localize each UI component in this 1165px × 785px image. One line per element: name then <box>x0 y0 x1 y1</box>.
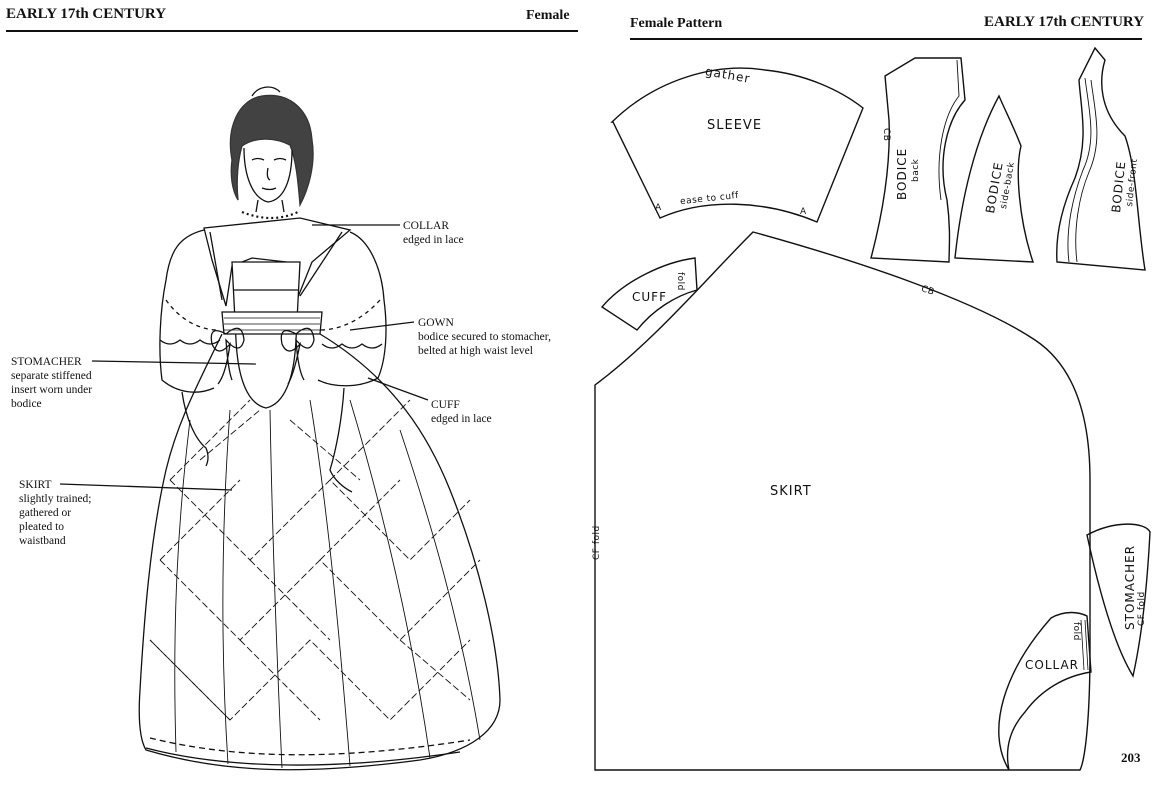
stomacher-callout-desc-2: insert worn under <box>11 384 93 396</box>
bodice-back-cb: CB <box>881 128 891 142</box>
cuff-fold: fold <box>675 272 685 291</box>
collar-callout-desc: edged in lace <box>403 234 464 246</box>
gown-callout: GOWN bodice secured to stomacher, belted… <box>418 316 551 358</box>
cuff-piece <box>600 257 698 331</box>
skirt-callout-title: SKIRT <box>19 479 52 491</box>
skirt-piece <box>594 231 1091 771</box>
skirt-callout-desc-3: pleated to <box>19 521 65 533</box>
skirt-callout: SKIRT slightly trained; gathered or plea… <box>19 478 92 548</box>
left-header-section: Female <box>526 8 570 23</box>
stomacher-callout-title: STOMACHER <box>11 356 82 368</box>
sleeve-label: SLEEVE <box>707 118 763 133</box>
right-header-title: Female Pattern <box>630 16 723 31</box>
stomacher-callout-desc-1: separate stiffened <box>11 370 92 382</box>
collar-callout: COLLAR edged in lace <box>403 219 464 247</box>
left-page: EARLY 17th CENTURY Female <box>6 6 578 771</box>
cuff-callout-desc: edged in lace <box>431 413 492 425</box>
collar-label: COLLAR <box>1025 658 1080 672</box>
stomacher-callout-desc-3: bodice <box>11 398 42 410</box>
cuff-callout-title: CUFF <box>431 399 460 411</box>
sleeve-mark-left: A <box>655 203 662 213</box>
bodice-back-piece <box>870 57 966 263</box>
skirt-callout-desc-4: waistband <box>19 535 66 547</box>
right-header-rule <box>630 38 1142 40</box>
gown-callout-desc-2: belted at high waist level <box>418 345 533 357</box>
gown-callout-desc-1: bodice secured to stomacher, <box>418 331 552 343</box>
sleeve-mark-right: A <box>800 207 807 217</box>
bodice-back-label: BODICE <box>895 147 909 200</box>
cuff-label: CUFF <box>632 290 667 304</box>
left-header-title: EARLY 17th CENTURY <box>6 6 167 22</box>
cuff-callout: CUFF edged in lace <box>431 398 492 426</box>
stomacher-callout: STOMACHER separate stiffened insert worn… <box>11 355 92 411</box>
collar-piece <box>998 611 1092 771</box>
sleeve-piece <box>610 67 864 223</box>
costume-illustration <box>59 86 501 771</box>
page-number: 203 <box>1121 750 1141 765</box>
skirt-callout-desc-1: slightly trained; <box>19 493 92 505</box>
bodice-side-front-piece <box>1056 46 1146 271</box>
collar-callout-title: COLLAR <box>403 220 449 232</box>
right-header-section: EARLY 17th CENTURY <box>984 14 1145 30</box>
stomacher-piece <box>1086 523 1151 678</box>
gown-callout-title: GOWN <box>418 317 454 329</box>
right-page: Female Pattern EARLY 17th CENTURY g <box>585 0 1165 785</box>
skirt-label: SKIRT <box>770 484 812 499</box>
stomacher-cf-fold: CF fold <box>1137 591 1147 626</box>
collar-fold: fold <box>1071 622 1081 641</box>
pattern-pieces <box>594 46 1151 771</box>
bodice-side-back-piece <box>954 94 1034 263</box>
skirt-cf-fold: CF fold <box>592 525 602 560</box>
bodice-back-sub: back <box>911 158 921 182</box>
left-header-rule <box>6 30 578 32</box>
stomacher-label: STOMACHER <box>1123 544 1137 630</box>
skirt-callout-desc-2: gathered or <box>19 507 72 519</box>
